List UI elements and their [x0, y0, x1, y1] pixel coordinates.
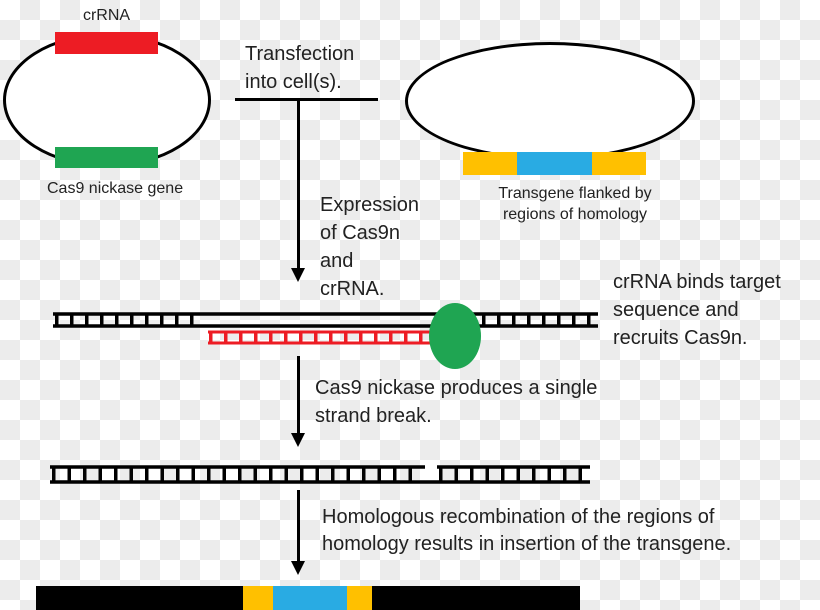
transfection-arrowhead-icon [291, 268, 305, 282]
recombination-arrow [297, 490, 300, 562]
recombination-step-label: Homologous recombination of the regions … [322, 506, 732, 555]
homology-arm-right [592, 152, 646, 175]
binding-annotation: crRNA binds target sequence and recruits… [613, 271, 781, 349]
recombination-arrowhead-icon [291, 561, 305, 575]
nick-arrowhead-icon [291, 433, 305, 447]
recombined-dna-bar [36, 586, 580, 610]
cas9-nickase-gene-block [55, 147, 158, 168]
genome-right-segment [372, 586, 580, 610]
dna-ladder-with-crRNA [53, 303, 598, 369]
crRNA-gene-block [55, 32, 158, 54]
transfection-arrow [297, 100, 300, 270]
crRNA-gene-label: crRNA [82, 7, 131, 24]
transfection-step-label: Transfection into cell(s). [245, 43, 355, 93]
nicked-dna-ladder [50, 465, 590, 484]
expression-step-label: Expression of Cas9n and crRNA. [320, 194, 419, 300]
genome-left-segment [36, 586, 243, 610]
inserted-homology-right [347, 586, 372, 610]
transgene-cassette [463, 152, 646, 175]
transgene-block [517, 152, 592, 175]
transfection-divider-line [235, 98, 378, 101]
nick-arrow [297, 356, 300, 434]
cas9-nickase-gene-label: Cas9 nickase gene [47, 180, 184, 197]
inserted-transgene [273, 586, 347, 610]
inserted-homology-left [243, 586, 273, 610]
homology-arm-left [463, 152, 517, 175]
nick-step-label: Cas9 nickase produces a single strand br… [315, 377, 598, 427]
transgene-caption: Transgene flanked by regions of homology [498, 185, 652, 223]
plasmid-transgene [405, 42, 695, 160]
cas9n-protein-oval [429, 303, 481, 369]
